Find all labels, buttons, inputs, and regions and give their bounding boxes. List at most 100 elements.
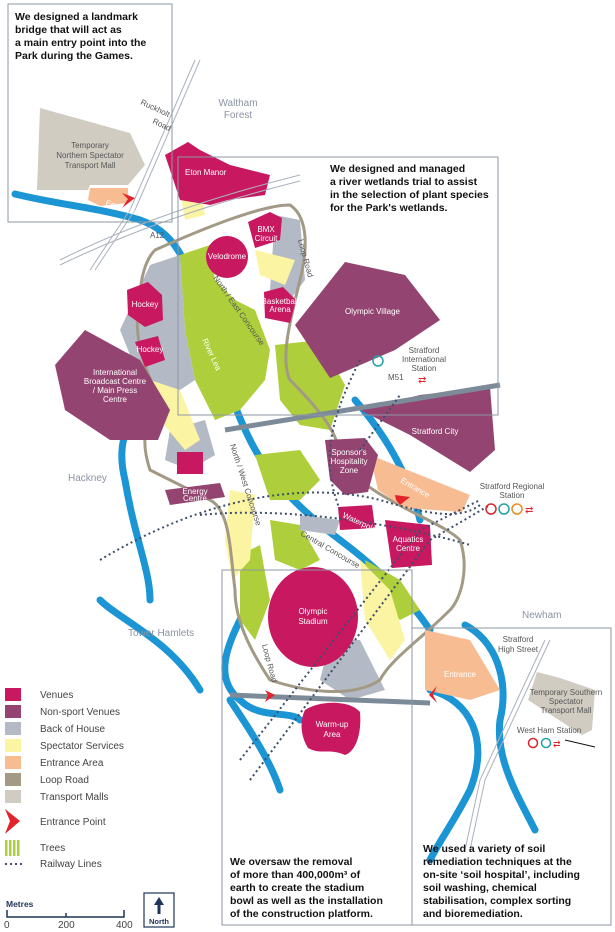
road-label: A12 bbox=[150, 231, 165, 240]
station-label: Stratford bbox=[409, 346, 440, 355]
scale-tick: 200 bbox=[58, 920, 75, 931]
entrance-point-icon bbox=[265, 690, 275, 702]
velodrome bbox=[206, 236, 248, 278]
entrance-areas bbox=[88, 188, 500, 700]
olympic-stadium bbox=[268, 567, 358, 667]
callout-soil: We used a variety of soil remediation te… bbox=[423, 843, 580, 920]
ibc bbox=[55, 330, 170, 440]
venue-label: Eton Manor bbox=[185, 168, 227, 177]
station-label: Station bbox=[500, 491, 525, 500]
borough-label: Waltham bbox=[218, 98, 257, 109]
national-rail-icon: ⇄ bbox=[418, 375, 426, 386]
entrance-point-icon bbox=[5, 809, 20, 834]
road-label: High Street bbox=[498, 645, 539, 654]
callout-line: in the selection of plant species bbox=[330, 189, 489, 201]
callout-line: a river wetlands trial to assist bbox=[330, 176, 478, 188]
venues bbox=[127, 142, 432, 755]
callout-box-wetlands bbox=[177, 156, 499, 416]
eton-manor bbox=[165, 142, 270, 205]
entrance-point-icon bbox=[122, 193, 135, 208]
callout-line: bridge that will act as bbox=[15, 24, 122, 36]
venue-label: Transport Mall bbox=[541, 706, 592, 715]
legend-swatch bbox=[5, 688, 21, 701]
entrance-point-icon bbox=[429, 686, 437, 703]
venue-label: Entrance bbox=[444, 670, 477, 679]
legend-label: Back of House bbox=[40, 724, 105, 735]
venue-label: Temporary Southern bbox=[530, 688, 602, 697]
direction-arrow-icon bbox=[564, 739, 596, 748]
legend-swatch bbox=[5, 739, 21, 752]
callout-line: for the Park's wetlands. bbox=[330, 202, 448, 214]
entrance-points bbox=[122, 193, 437, 703]
callout-line: and bioremediation. bbox=[423, 908, 523, 920]
venue-label: Broadcast Centre bbox=[84, 377, 147, 386]
venue-label: Area bbox=[324, 730, 341, 739]
callout-box-soil bbox=[411, 627, 612, 926]
legend-label: Transport Malls bbox=[40, 792, 109, 803]
callout-line: stabilisation, complex sorting bbox=[423, 895, 571, 907]
venue-label: Velodrome bbox=[208, 252, 247, 261]
legend-label: Trees bbox=[40, 843, 65, 854]
legend-label: Railway Lines bbox=[40, 859, 102, 870]
national-rail-icon: ⇄ bbox=[553, 739, 561, 749]
venue-label: Temporary bbox=[71, 141, 109, 150]
scale-bar: Metres 0 200 400 bbox=[4, 899, 133, 931]
venue-label: Hockey bbox=[137, 345, 164, 354]
scale-tick: 0 bbox=[4, 920, 10, 931]
railway-lines bbox=[99, 359, 491, 781]
bridges bbox=[224, 382, 501, 706]
legend-label: Loop Road bbox=[40, 775, 89, 786]
legend-label: Entrance Area bbox=[40, 758, 104, 769]
callout-bridge: We designed a landmark bridge that will … bbox=[15, 11, 146, 62]
venue-label: Olympic bbox=[299, 607, 328, 616]
north-label: North bbox=[149, 917, 169, 926]
legend-swatch bbox=[5, 705, 21, 718]
borough-label: Forest bbox=[224, 110, 253, 121]
venue-label: Stadium bbox=[298, 617, 328, 626]
legend-label: Entrance Point bbox=[40, 817, 106, 828]
southern-transport-mall bbox=[528, 672, 595, 735]
venue-label: Circuit bbox=[255, 234, 278, 243]
trees-icon bbox=[5, 840, 20, 856]
underground-roundel-icon bbox=[485, 503, 497, 515]
borough-label: Hackney bbox=[68, 473, 107, 484]
callout-line: We oversaw the removal bbox=[230, 856, 352, 868]
venue-label: Olympic Village bbox=[345, 307, 401, 316]
waterpolo bbox=[338, 505, 375, 530]
venue-label: International bbox=[93, 368, 137, 377]
callout-line: bowl as well as the installation bbox=[230, 895, 383, 907]
transport-malls bbox=[37, 108, 595, 735]
station-label: West Ham Station bbox=[517, 726, 581, 735]
overground-roundel-icon bbox=[511, 503, 523, 515]
callout-line: soil washing, chemical bbox=[423, 882, 537, 894]
callout-line: of the construction platform. bbox=[230, 908, 373, 920]
north-arrow-icon bbox=[154, 897, 164, 914]
warm-up-area bbox=[301, 702, 361, 755]
scale-tick: 400 bbox=[116, 920, 133, 931]
callout-box-bridge bbox=[7, 3, 173, 223]
legend-label: Non-sport Venues bbox=[40, 707, 120, 718]
sponsors-zone bbox=[325, 438, 378, 495]
venue-label: Northern Spectator bbox=[56, 151, 124, 160]
stratford-city bbox=[360, 387, 495, 472]
venue-label: Aquatics bbox=[393, 535, 424, 544]
road-label: Stratford bbox=[503, 635, 534, 644]
callout-line: earth to create the stadium bbox=[230, 882, 364, 894]
callout-line: We designed and managed bbox=[330, 163, 465, 175]
venue-label: Centre bbox=[103, 395, 128, 404]
callout-line: Park during the Games. bbox=[15, 50, 133, 62]
venue-label: Warm-up bbox=[316, 720, 349, 729]
road-label: M51 bbox=[388, 373, 404, 382]
borough-label: Tower Hamlets bbox=[128, 628, 194, 639]
callout-line: We used a variety of soil bbox=[423, 843, 545, 855]
non-sport-venues bbox=[55, 262, 495, 505]
underground-roundel-icon bbox=[527, 737, 539, 749]
northern-transport-mall bbox=[37, 108, 145, 190]
venue-label: Spectator bbox=[549, 697, 584, 706]
scale-title: Metres bbox=[6, 899, 34, 909]
dlr-roundel-icon bbox=[498, 503, 510, 515]
hockey-1 bbox=[127, 282, 163, 327]
entrance-point-icon bbox=[395, 495, 410, 505]
underground-roundel-icon bbox=[372, 355, 384, 367]
callout-line: a main entry point into the bbox=[15, 37, 146, 49]
